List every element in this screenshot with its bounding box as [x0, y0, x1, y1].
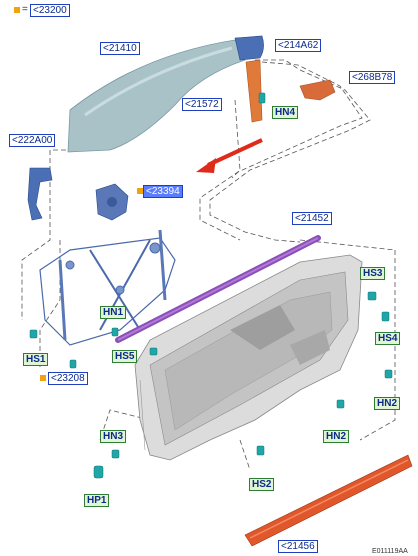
hardware-label-HN2-lower[interactable]: HN2 — [323, 430, 350, 443]
channel-bracket-icon — [27, 167, 53, 221]
part-23208-marker — [40, 375, 46, 381]
dashed-leaders — [21, 59, 396, 471]
part-label-23208[interactable]: <23208 — [48, 372, 88, 385]
part-label-21452[interactable]: <21452 — [292, 212, 332, 225]
regulator-icon — [39, 229, 176, 346]
hardware-label-HS5[interactable]: HS5 — [112, 350, 138, 363]
legend-marker — [14, 7, 20, 13]
arrow-icon — [196, 138, 263, 173]
part-label-23394[interactable]: <23394 — [143, 185, 183, 198]
door-panel-icon — [134, 254, 363, 461]
hardware-label-HS2[interactable]: HS2 — [249, 478, 275, 491]
part-23394-marker — [137, 188, 143, 194]
legend-equals: = — [22, 4, 28, 15]
hardware-label-HN4[interactable]: HN4 — [272, 106, 299, 119]
hardware-label-HP1[interactable]: HP1 — [84, 494, 110, 507]
hardware-label-HN2-right[interactable]: HN2 — [374, 397, 401, 410]
run-channel-icon — [245, 59, 263, 123]
part-label-21456[interactable]: <21456 — [278, 540, 318, 553]
hardware-label-HS3[interactable]: HS3 — [360, 267, 386, 280]
weatherstrip-icon — [115, 235, 321, 343]
legend-part-label[interactable]: <23200 — [30, 4, 70, 17]
sill-trim-icon — [244, 454, 413, 547]
hardware-label-HS4[interactable]: HS4 — [375, 332, 401, 345]
diagram-code: E011119AA — [372, 548, 408, 555]
part-label-214A62[interactable]: <214A62 — [275, 39, 322, 52]
glass-icon — [67, 39, 246, 153]
hardware-label-HS1[interactable]: HS1 — [23, 353, 49, 366]
hardware-label-HN3[interactable]: HN3 — [100, 430, 127, 443]
glass-bracket-icon — [234, 35, 264, 61]
clip-icon — [29, 92, 393, 479]
part-label-222A00[interactable]: <222A00 — [9, 134, 56, 147]
part-label-21410[interactable]: <21410 — [100, 42, 140, 55]
part-label-21572[interactable]: <21572 — [182, 98, 222, 111]
motor-icon — [95, 183, 129, 221]
mirror-bracket-icon — [299, 79, 336, 101]
hardware-label-HN1[interactable]: HN1 — [100, 306, 127, 319]
part-label-268B78[interactable]: <268B78 — [349, 71, 396, 84]
